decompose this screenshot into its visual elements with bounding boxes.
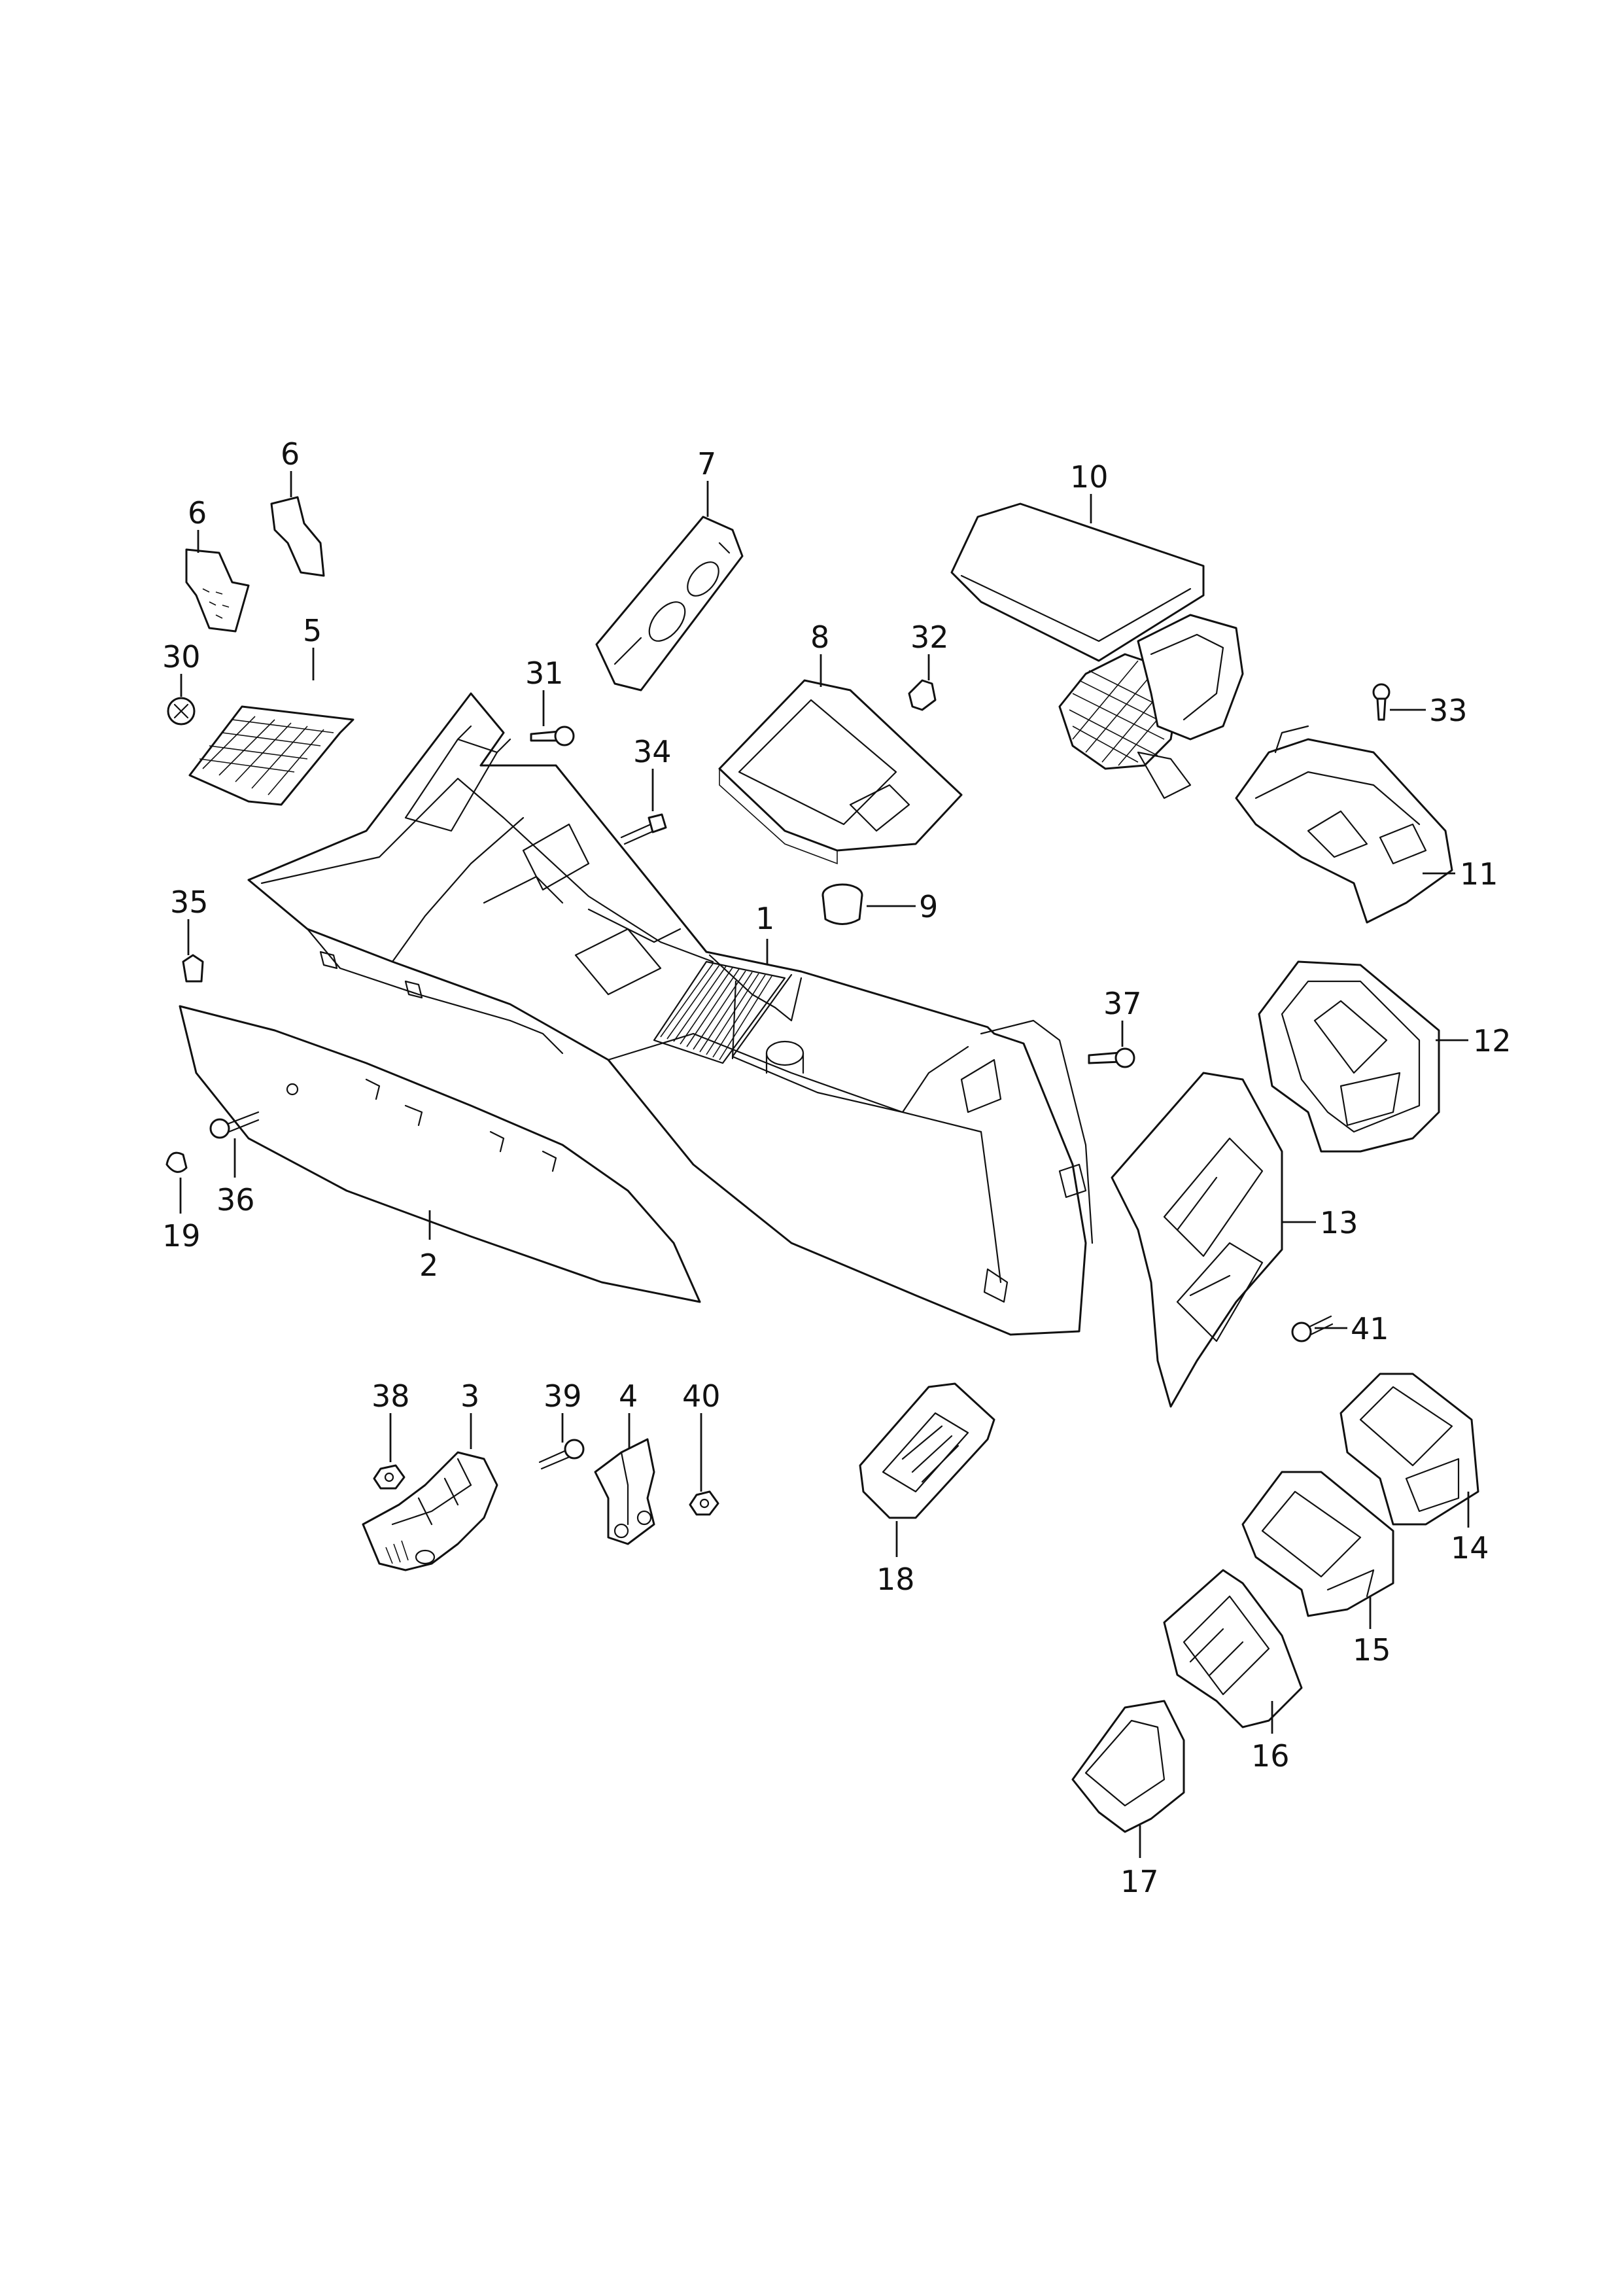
callout-10: 10 bbox=[1070, 459, 1109, 495]
callout-19: 19 bbox=[162, 1218, 201, 1253]
part-trim-piece-6-right bbox=[270, 496, 325, 577]
callout-9: 9 bbox=[919, 889, 938, 924]
callout-30: 30 bbox=[162, 639, 201, 674]
part-vent-panel-13 bbox=[1111, 1072, 1283, 1408]
callout-2: 2 bbox=[419, 1248, 438, 1283]
part-vent-frame-12 bbox=[1258, 960, 1440, 1153]
part-bracket-3 bbox=[362, 1451, 498, 1571]
part-vent-frame-15 bbox=[1241, 1471, 1394, 1617]
part-armrest-10 bbox=[950, 502, 1244, 799]
fastener-32 bbox=[908, 679, 937, 711]
callout-40: 40 bbox=[682, 1378, 721, 1414]
part-grid-cover-5 bbox=[188, 705, 354, 806]
fastener-31 bbox=[530, 726, 575, 746]
callout-16: 16 bbox=[1251, 1738, 1290, 1774]
callout-4: 4 bbox=[619, 1378, 638, 1414]
fastener-39 bbox=[538, 1439, 585, 1470]
leader-lines bbox=[179, 471, 1470, 1858]
callout-35: 35 bbox=[170, 885, 209, 920]
fastener-41 bbox=[1291, 1315, 1334, 1342]
fastener-36 bbox=[209, 1111, 260, 1139]
part-bracket-11 bbox=[1235, 725, 1453, 924]
callout-11: 11 bbox=[1460, 856, 1498, 892]
callout-39: 39 bbox=[544, 1378, 582, 1414]
fastener-33 bbox=[1372, 683, 1391, 721]
callout-41: 41 bbox=[1351, 1311, 1389, 1346]
callout-37: 37 bbox=[1103, 986, 1142, 1021]
callout-12: 12 bbox=[1473, 1023, 1512, 1059]
callout-15: 15 bbox=[1353, 1632, 1391, 1668]
callout-5: 5 bbox=[303, 613, 322, 648]
callout-3: 3 bbox=[460, 1378, 479, 1414]
callout-32: 32 bbox=[910, 620, 949, 655]
callout-31: 31 bbox=[525, 656, 564, 691]
part-vent-housing-16 bbox=[1163, 1569, 1303, 1728]
fastener-34 bbox=[620, 813, 667, 845]
part-cup-insert-9 bbox=[821, 883, 863, 925]
fastener-40 bbox=[689, 1490, 719, 1516]
callout-7: 7 bbox=[697, 446, 716, 482]
callout-33: 33 bbox=[1429, 693, 1468, 728]
part-side-trim-panel bbox=[179, 1005, 701, 1303]
callout-13: 13 bbox=[1320, 1205, 1358, 1240]
callout-8: 8 bbox=[810, 620, 829, 655]
part-trim-piece-6-left bbox=[185, 548, 250, 633]
callout-38: 38 bbox=[371, 1378, 410, 1414]
part-center-console bbox=[247, 692, 1094, 1336]
callout-6-right: 6 bbox=[281, 436, 300, 472]
callout-6-left: 6 bbox=[188, 495, 207, 531]
fastener-38 bbox=[373, 1464, 406, 1490]
callout-34: 34 bbox=[633, 734, 672, 769]
callout-18: 18 bbox=[876, 1562, 915, 1597]
callout-36: 36 bbox=[216, 1182, 255, 1218]
callout-labels: 1 2 3 4 5 6 6 7 8 9 10 11 12 13 14 15 16… bbox=[162, 436, 1512, 1899]
part-bracket-4 bbox=[594, 1438, 655, 1545]
part-clip-19 bbox=[165, 1151, 188, 1173]
callout-17: 17 bbox=[1120, 1864, 1159, 1899]
fastener-30 bbox=[167, 697, 196, 726]
callout-14: 14 bbox=[1451, 1530, 1489, 1566]
part-tray-insert-8 bbox=[718, 679, 963, 865]
fastener-37 bbox=[1088, 1047, 1135, 1068]
part-rear-vent-18 bbox=[859, 1382, 995, 1519]
part-housing-17 bbox=[1071, 1700, 1185, 1833]
part-switch-panel-7 bbox=[595, 516, 744, 692]
part-vent-frame-14 bbox=[1339, 1373, 1479, 1526]
callout-1: 1 bbox=[755, 901, 774, 936]
fastener-35 bbox=[182, 954, 204, 983]
